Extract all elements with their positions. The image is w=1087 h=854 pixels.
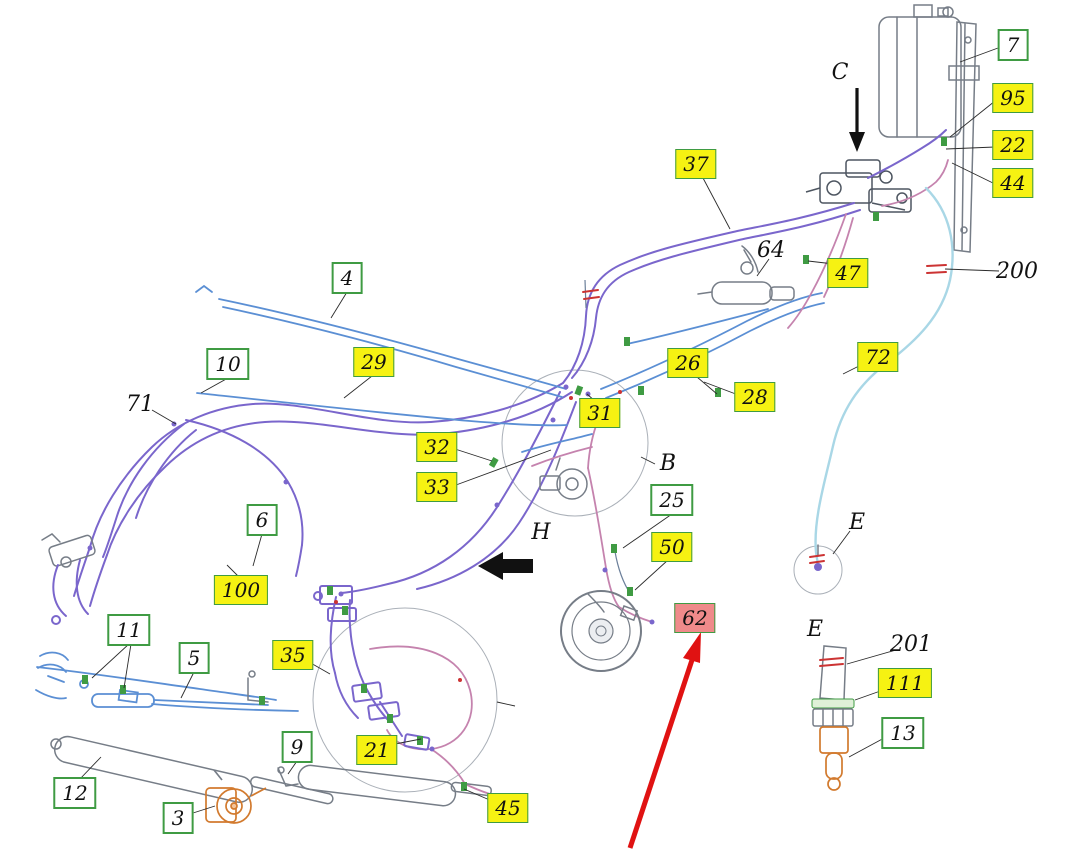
mounting-bracket (948, 21, 980, 253)
trailer-valve (697, 245, 795, 305)
callout-50[interactable]: 50 (651, 532, 693, 562)
callout-32[interactable]: 32 (416, 432, 458, 462)
detail-c-arrow-icon (849, 88, 865, 152)
callout-7[interactable]: 7 (997, 29, 1029, 61)
callout-45[interactable]: 45 (487, 793, 529, 823)
callout-35[interactable]: 35 (272, 640, 314, 670)
callout-3[interactable]: 3 (162, 802, 194, 834)
callout-62[interactable]: 62 (674, 603, 716, 633)
leader-lines (78, 47, 1000, 814)
callout-44[interactable]: 44 (992, 168, 1034, 198)
left-axle-tubes (51, 559, 89, 625)
hydraulic-pump (205, 769, 267, 824)
detail-h-arrow-icon (478, 552, 533, 580)
callout-95[interactable]: 95 (992, 83, 1034, 113)
callout-4[interactable]: 4 (331, 262, 363, 294)
detail-ref-B: B (659, 451, 677, 476)
detail-view-circles (312, 369, 843, 793)
detail-ref-H: H (531, 520, 551, 545)
callout-21[interactable]: 21 (356, 735, 398, 765)
tube-fittings (82, 137, 947, 791)
blue-brake-tubes (36, 284, 825, 712)
detail-e-circle-parts (814, 544, 822, 571)
callout-10[interactable]: 10 (206, 348, 250, 380)
callout-22[interactable]: 22 (992, 130, 1034, 160)
detail-ref-C: C (831, 60, 849, 85)
callout-37[interactable]: 37 (675, 149, 717, 179)
detail-ref-E-circle: E (848, 510, 866, 535)
callout-100[interactable]: 100 (213, 575, 269, 605)
detail-e-enlarged-fitting (811, 645, 855, 791)
red-arrow-annotation (627, 632, 701, 849)
callout-47[interactable]: 47 (827, 258, 869, 288)
callout-9[interactable]: 9 (281, 731, 313, 763)
callout-29[interactable]: 29 (353, 347, 395, 377)
callout-33[interactable]: 33 (416, 472, 458, 502)
callout-111[interactable]: 111 (877, 668, 933, 698)
purple-brake-tubes (73, 129, 947, 723)
callout-71[interactable]: 71 (126, 392, 154, 417)
callout-26[interactable]: 26 (667, 348, 709, 378)
callout-72[interactable]: 72 (857, 342, 899, 372)
detail-ref-E-view: E (806, 617, 824, 642)
callout-201[interactable]: 201 (890, 632, 932, 657)
brake-disc (560, 590, 642, 672)
red-hose-clamps (582, 264, 947, 667)
callout-13[interactable]: 13 (881, 717, 925, 749)
reservoir-tank (878, 4, 962, 138)
callout-200[interactable]: 200 (996, 259, 1038, 284)
cyan-tube-72 (814, 186, 954, 568)
callout-11[interactable]: 11 (107, 614, 151, 646)
callout-5[interactable]: 5 (178, 642, 210, 674)
hydraulic-cylinders (50, 735, 492, 807)
callout-64[interactable]: 64 (757, 238, 785, 263)
callout-28[interactable]: 28 (734, 382, 776, 412)
left-axle-hardware (41, 533, 96, 568)
callout-31[interactable]: 31 (579, 398, 621, 428)
callout-12[interactable]: 12 (53, 777, 97, 809)
detail-b-parts (521, 433, 593, 500)
callout-6[interactable]: 6 (246, 504, 278, 536)
steering-hardware (35, 651, 269, 708)
callout-25[interactable]: 25 (650, 484, 694, 516)
master-valve-assembly (805, 159, 912, 213)
